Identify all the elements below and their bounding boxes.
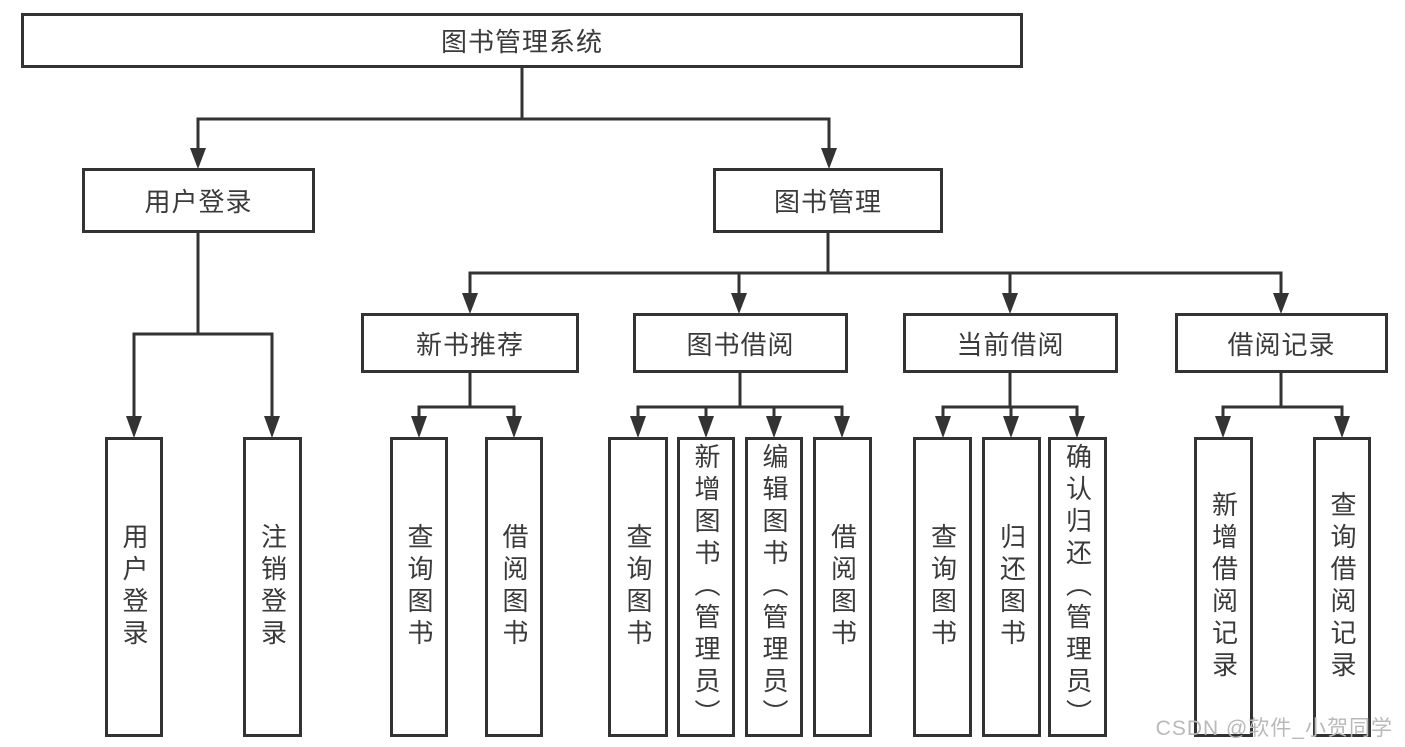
leaf-add-borrow-record: 新增借阅记录: [1194, 437, 1253, 737]
leaf-edit-books-admin-label: 编辑图书（管理员）: [759, 443, 789, 731]
leaf-user-login-label: 用户登录: [119, 523, 149, 651]
leaf-recommend-query-books-label: 查询图书: [404, 523, 434, 651]
node-library-management-system: 图书管理系统: [21, 13, 1023, 68]
leaf-return-books-label: 归还图书: [996, 523, 1027, 651]
node-current-borrowing: 当前借阅: [903, 313, 1118, 373]
leaf-borrowing-borrow-books-label: 借阅图书: [827, 523, 858, 651]
leaf-add-books-admin-label: 新增图书（管理员）: [691, 443, 721, 731]
connector-current-borrowing-to-leaves: [935, 373, 1085, 438]
leaf-return-books: 归还图书: [982, 437, 1041, 737]
node-new-book-recommend: 新书推荐: [361, 313, 579, 373]
leaf-confirm-return-admin: 确认归还（管理员）: [1048, 437, 1107, 737]
leaf-recommend-borrow-books-label: 借阅图书: [499, 523, 529, 651]
leaf-borrowing-query-books: 查询图书: [608, 437, 668, 737]
node-book-management: 图书管理: [713, 168, 943, 233]
leaf-edit-books-admin: 编辑图书（管理员）: [745, 437, 803, 737]
leaf-add-borrow-record-label: 新增借阅记录: [1208, 491, 1239, 683]
leaf-logout: 注销登录: [243, 437, 302, 737]
connector-new-book-recommend-to-leaves: [411, 373, 522, 438]
leaf-query-borrow-record-label: 查询借阅记录: [1327, 491, 1357, 683]
connector-user-login-to-leaves: [126, 233, 280, 438]
connector-book-borrowing-to-leaves: [630, 373, 850, 438]
leaf-logout-label: 注销登录: [257, 523, 288, 651]
node-borrowing-records: 借阅记录: [1175, 313, 1388, 373]
node-user-login: 用户登录: [82, 168, 315, 233]
leaf-user-login: 用户登录: [105, 437, 163, 737]
connector-root-to-level2: [190, 68, 837, 169]
leaf-borrowing-borrow-books: 借阅图书: [813, 437, 872, 737]
leaf-current-query-books-label: 查询图书: [927, 523, 958, 651]
leaf-query-borrow-record: 查询借阅记录: [1313, 437, 1371, 737]
leaf-recommend-borrow-books: 借阅图书: [485, 437, 543, 737]
csdn-watermark: CSDN @软件_小贺同学: [1155, 717, 1393, 740]
connector-borrowing-records-to-leaves: [1215, 373, 1350, 438]
node-book-borrowing: 图书借阅: [633, 313, 848, 373]
leaf-recommend-query-books: 查询图书: [390, 437, 448, 737]
leaf-current-query-books: 查询图书: [913, 437, 972, 737]
leaf-add-books-admin: 新增图书（管理员）: [677, 437, 735, 737]
leaf-borrowing-query-books-label: 查询图书: [623, 523, 653, 651]
leaf-confirm-return-admin-label: 确认归还（管理员）: [1062, 443, 1093, 731]
connector-book-management-to-level3: [462, 233, 1289, 314]
